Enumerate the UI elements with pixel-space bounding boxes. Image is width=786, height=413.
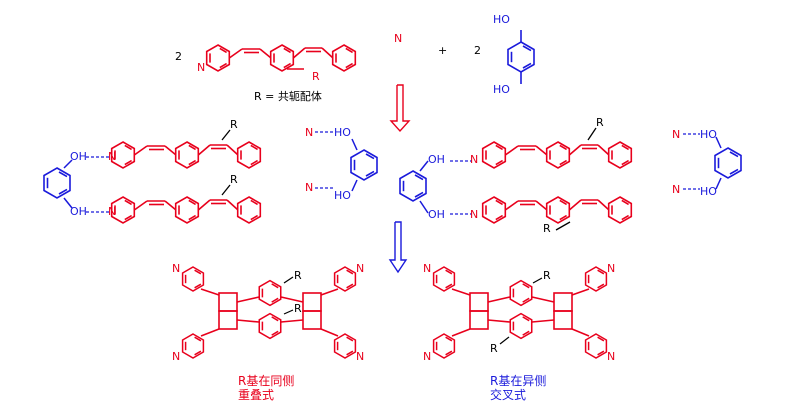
ligand-r-group: R xyxy=(312,70,320,83)
complex-left-n-3: N xyxy=(305,126,314,139)
product-right-r-1: R xyxy=(543,269,551,282)
caption-right-line2: 交叉式 xyxy=(490,388,527,402)
complex-left xyxy=(43,129,378,223)
complex-right-r-2: R xyxy=(543,222,551,235)
reaction-arrow-1 xyxy=(389,84,411,133)
coefficient-right: 2 xyxy=(474,44,481,57)
complex-left-oh-bottom: OH xyxy=(70,205,87,218)
product-right-n-3: N xyxy=(607,262,616,275)
pyridine-n-left: N xyxy=(197,61,206,74)
product-left-n-1: N xyxy=(172,262,181,275)
caption-left-line1: R基在同侧 xyxy=(238,374,295,388)
hydroxyl-top: HO xyxy=(493,13,510,26)
complex-right-r-1: R xyxy=(596,116,604,129)
caption-right-line1: R基在异侧 xyxy=(490,374,547,388)
reaction-arrow-2 xyxy=(388,221,408,274)
product-left-r-1: R xyxy=(294,269,302,282)
product-left-r-2: R xyxy=(294,302,302,315)
product-left-syn xyxy=(181,266,357,359)
complex-left-ho-2: HO xyxy=(334,189,351,202)
product-left-n-4: N xyxy=(356,350,365,363)
coefficient-left: 2 xyxy=(175,50,182,63)
complex-right-n-3: N xyxy=(672,128,681,141)
product-right-n-2: N xyxy=(423,350,432,363)
product-right-anti xyxy=(432,266,608,359)
complex-left-n-4: N xyxy=(305,181,314,194)
complex-right-oh-top: OH xyxy=(428,153,445,166)
product-left-n-2: N xyxy=(172,350,181,363)
product-right-r-2: R xyxy=(490,342,498,355)
r-definition: R = 共轭配体 xyxy=(254,90,322,103)
complex-right-n-1: N xyxy=(470,153,479,166)
plus-sign: + xyxy=(438,44,448,57)
complex-right-ho-2: HO xyxy=(700,185,717,198)
complex-left-r-1: R xyxy=(230,118,238,131)
product-right-n-1: N xyxy=(423,262,432,275)
resorcinol-reactant xyxy=(507,30,535,84)
complex-right xyxy=(399,127,742,231)
complex-left-ho-1: HO xyxy=(334,126,351,139)
product-right-n-4: N xyxy=(607,350,616,363)
reactant-ligand xyxy=(207,45,356,74)
hydroxyl-bottom: HO xyxy=(493,83,510,96)
complex-left-n-2: N xyxy=(108,205,117,218)
complex-left-oh-top: OH xyxy=(70,150,87,163)
complex-right-ho-1: HO xyxy=(700,128,717,141)
pyridine-n-right: N xyxy=(394,32,403,45)
product-left-n-3: N xyxy=(356,262,365,275)
caption-left-line2: 重叠式 xyxy=(238,388,275,402)
complex-left-r-2: R xyxy=(230,173,238,186)
complex-right-n-2: N xyxy=(470,208,479,221)
complex-right-oh-bottom: OH xyxy=(428,208,445,221)
complex-left-n-1: N xyxy=(108,150,117,163)
complex-right-n-4: N xyxy=(672,183,681,196)
